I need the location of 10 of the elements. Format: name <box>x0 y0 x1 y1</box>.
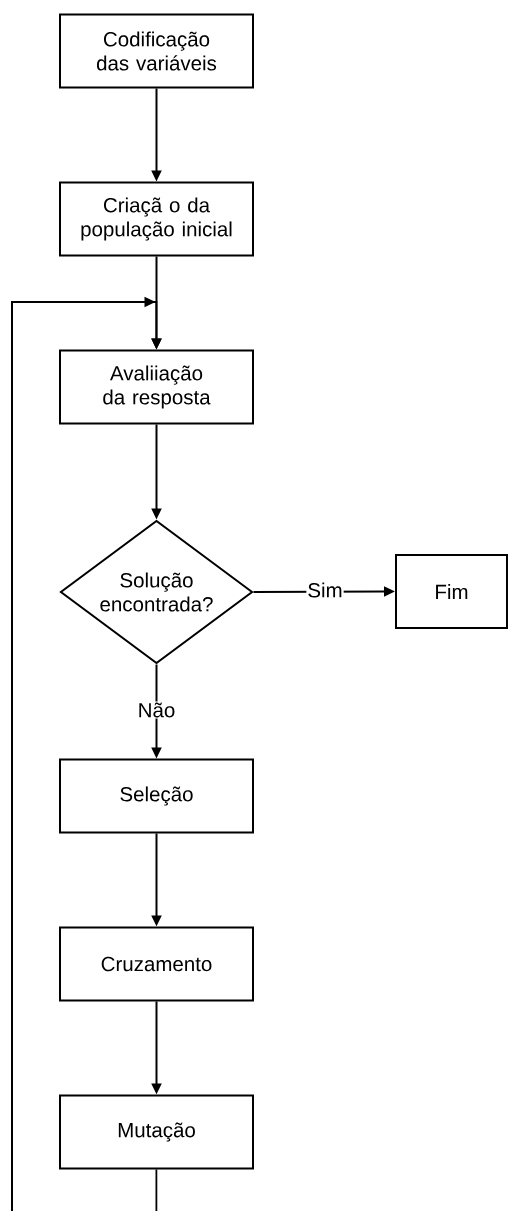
arrow <box>11 296 162 1211</box>
process-box: Seleção <box>59 758 254 834</box>
process-box: Codificação das variáveis <box>59 13 254 89</box>
process-box: Mutação <box>59 1094 254 1170</box>
edge-label: Não <box>136 701 177 719</box>
process-box: Cruzamento <box>59 926 254 1002</box>
edge-label: Sim <box>306 581 344 599</box>
process-box: Fim <box>395 554 508 629</box>
process-box: Avaliiação da resposta <box>59 349 254 425</box>
process-box: Criaçã o da população inicial <box>59 181 254 257</box>
